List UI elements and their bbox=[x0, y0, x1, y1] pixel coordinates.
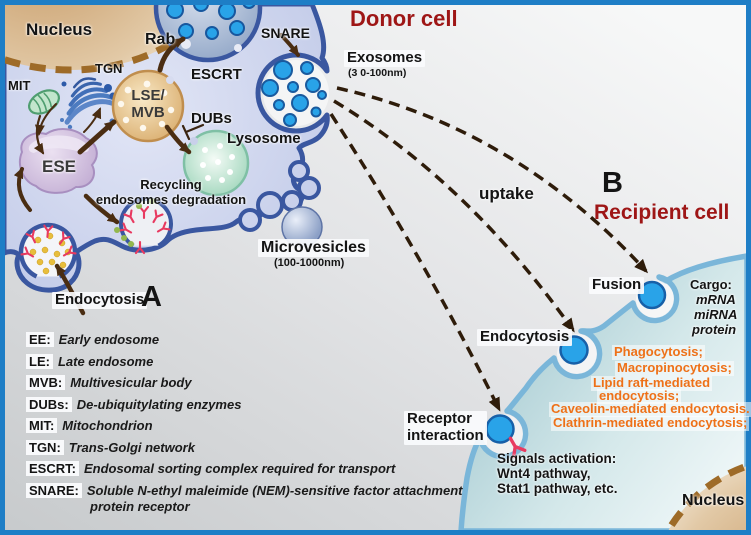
uptake-dashed-arrows bbox=[329, 86, 649, 412]
mit-label: MIT bbox=[8, 78, 31, 93]
microvesicles-group bbox=[238, 160, 323, 248]
donor-nucleus-label: Nucleus bbox=[26, 20, 93, 39]
microvesicles-label: Microvesicles bbox=[258, 239, 369, 257]
panel-b-marker: B bbox=[602, 167, 623, 199]
uptake-label: uptake bbox=[479, 184, 534, 203]
donor-endocytosis-label: Endocytosis bbox=[52, 291, 148, 309]
legend-row-ee: EE:Early endosome bbox=[26, 332, 496, 355]
recipient-exosomes bbox=[485, 280, 667, 459]
recycling-site bbox=[114, 196, 173, 255]
donor-cell-title: Donor cell bbox=[350, 6, 458, 31]
legend-row-le: LE:Late endosome bbox=[26, 353, 496, 377]
legend-row-escrt: ESCRT:Endosomal sorting complex required… bbox=[26, 461, 496, 484]
mechanism-clathrin: Clathrin-mediated endocytosis; bbox=[551, 415, 750, 431]
cargo-title: Cargo: bbox=[690, 277, 732, 292]
ese-label: ESE bbox=[42, 157, 77, 176]
exosome-release-site bbox=[261, 60, 329, 127]
endocytic-vesicle bbox=[18, 222, 78, 279]
cargo-item-mirna: miRNA bbox=[694, 307, 738, 322]
lse-mvb-body bbox=[111, 69, 185, 143]
legend-row-mit: MIT:Mitochondrion bbox=[26, 418, 496, 441]
mechanism-macropinocytosis: Macropinocytosis; bbox=[615, 360, 734, 376]
legend-row-snare: SNARE:Soluble N-ethyl maleimide (NEM)-se… bbox=[26, 482, 496, 515]
recipient-endocytosis-label: Endocytosis bbox=[477, 328, 573, 346]
recipient-cell-title: Recipient cell bbox=[594, 201, 730, 224]
legend-row-dubs: DUBs:De-ubiquitylating enzymes bbox=[26, 396, 496, 420]
dubs-label: DUBs bbox=[191, 110, 232, 127]
lysosome-label: Lysosome bbox=[227, 130, 301, 147]
lse-mvb-label: LSE/ MVB bbox=[131, 87, 165, 121]
mechanism-caveolin: Caveolin-mediated endocytosis. bbox=[549, 401, 751, 417]
transport-arrows bbox=[13, 33, 300, 316]
mechanism-lipid-raft: Lipid raft-mediated bbox=[591, 375, 713, 391]
recipient-nucleus bbox=[661, 461, 751, 535]
lysosome-body bbox=[182, 129, 250, 197]
escrt-label: ESCRT bbox=[191, 66, 242, 83]
rab-label: Rab bbox=[145, 31, 176, 48]
abbreviation-legend: EE:Early endosome LE:Late endosome MVB:M… bbox=[26, 332, 496, 515]
cargo-item-protein: protein bbox=[692, 322, 737, 337]
exosomes-label: Exosomes bbox=[344, 49, 426, 67]
receptor-interaction-label: Receptor interaction bbox=[404, 410, 487, 445]
microvesicles-size-label: (100-1000nm) bbox=[274, 257, 345, 269]
dubs-inhibition-tbar bbox=[181, 123, 205, 141]
fusion-label: Fusion bbox=[589, 276, 645, 294]
mechanism-lipid-raft-2: endocytosis; bbox=[597, 388, 682, 404]
exosomes-size-label: (3 0-100nm) bbox=[348, 67, 407, 79]
legend-row-tgn: TGN:Trans-Golgi network bbox=[26, 439, 496, 463]
panel-a-marker: A bbox=[141, 281, 162, 313]
mechanism-phagocytosis: Phagocytosis; bbox=[612, 344, 705, 360]
snare-label: SNARE bbox=[261, 25, 311, 41]
cargo-item-mrna: mRNA bbox=[696, 292, 736, 307]
recycling-label: Recycling endosomes degradation bbox=[95, 177, 247, 207]
tgn-label: TGN bbox=[95, 61, 123, 76]
recipient-nucleus-label: Nucleus bbox=[682, 492, 745, 509]
legend-row-mvb: MVB:Multivesicular body bbox=[26, 375, 496, 398]
signals-block: Signals activation: Wnt4 pathway, Stat1 … bbox=[497, 451, 618, 496]
cargo-block: Cargo: mRNA miRNA protein bbox=[690, 277, 737, 337]
